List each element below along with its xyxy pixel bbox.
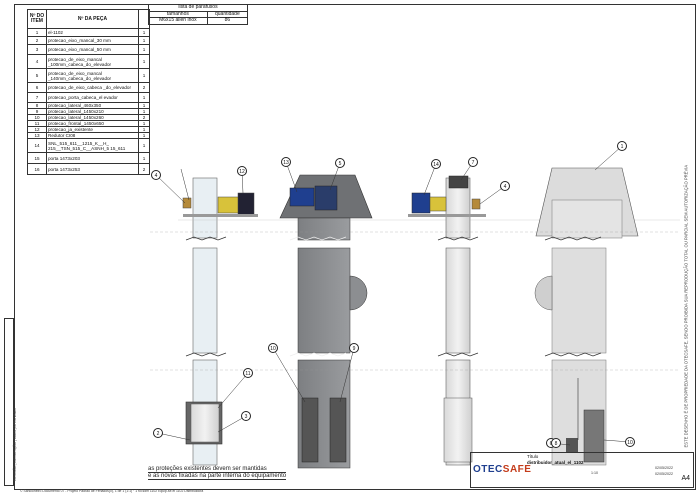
- callout-bubble: 5: [335, 158, 345, 168]
- copyright-text: ESTE DESENHO É DE PROPRIEDADE DA OTECSAF…: [683, 164, 689, 448]
- part-qty: 2: [138, 163, 150, 175]
- callout-bubble: 11: [243, 368, 253, 378]
- drawing-file-name: distribuidor_atual_el_1102: [527, 460, 584, 465]
- callout-bubble: 3: [241, 411, 251, 421]
- callout-bubble: 7: [468, 157, 478, 167]
- part-name: porta 1473x253: [46, 163, 139, 175]
- callout-bubble: 14: [431, 159, 441, 169]
- callout-bubble: 4: [151, 170, 161, 180]
- revision-strip-text: REVISÃO | DESCRIÇÃO | DATA | APROVADO: [13, 408, 17, 481]
- parts-header-row: Nº DO ITEM Nº DA PEÇA: [27, 9, 150, 29]
- callout-bubble: 1: [617, 141, 627, 151]
- note-line-2: e as novas fixadas na parte interna do e…: [148, 473, 287, 480]
- logo-part2: SAFE: [502, 464, 532, 475]
- screws-qty: 86: [206, 17, 249, 25]
- title-label: Título: [527, 454, 539, 459]
- callout-bubble: 9: [349, 343, 359, 353]
- note-line-1: as proteções existentes devem ser mantid…: [148, 466, 287, 473]
- callout-bubble: 4: [500, 181, 510, 191]
- date-1: 02/05/2022: [655, 466, 673, 470]
- logo-part1: OTEC: [473, 464, 503, 475]
- callout-bubble: 10: [625, 437, 635, 447]
- scale-value: 1:10: [591, 471, 598, 475]
- view-side-right: [408, 175, 486, 466]
- title-block: Título distribuidor_atual_el_1102 OTECSA…: [470, 452, 694, 488]
- revision-strip: REVISÃO | DESCRIÇÃO | DATA | APROVADO: [4, 318, 17, 486]
- screws-title: lista de parafusos: [148, 4, 248, 12]
- sheet-frame: [14, 4, 696, 490]
- sheet-size: A4: [681, 475, 690, 482]
- view-back: [534, 167, 639, 466]
- callout-bubble: 12: [237, 166, 247, 176]
- company-logo: OTECSAFE: [473, 464, 531, 475]
- callout-bubble: 10: [268, 343, 278, 353]
- copyright-strip: ESTE DESENHO É DE PROPRIEDADE DA OTECSAF…: [681, 90, 693, 450]
- footer-text: © Sancioneiro Documento 07 - Projeto Pad…: [20, 489, 204, 493]
- view-front-motor: [279, 174, 373, 469]
- part-item-number: 16: [27, 163, 47, 175]
- callout-bubble: 13: [281, 157, 291, 167]
- callout-bubble: 2: [153, 428, 163, 438]
- screws-table: lista de parafusos tamanhos quantidade M…: [148, 4, 249, 25]
- date-2: 02/05/2022: [655, 472, 673, 476]
- notes: as proteções existentes devem ser mantid…: [148, 466, 287, 480]
- callout-bubble: 8: [551, 438, 561, 448]
